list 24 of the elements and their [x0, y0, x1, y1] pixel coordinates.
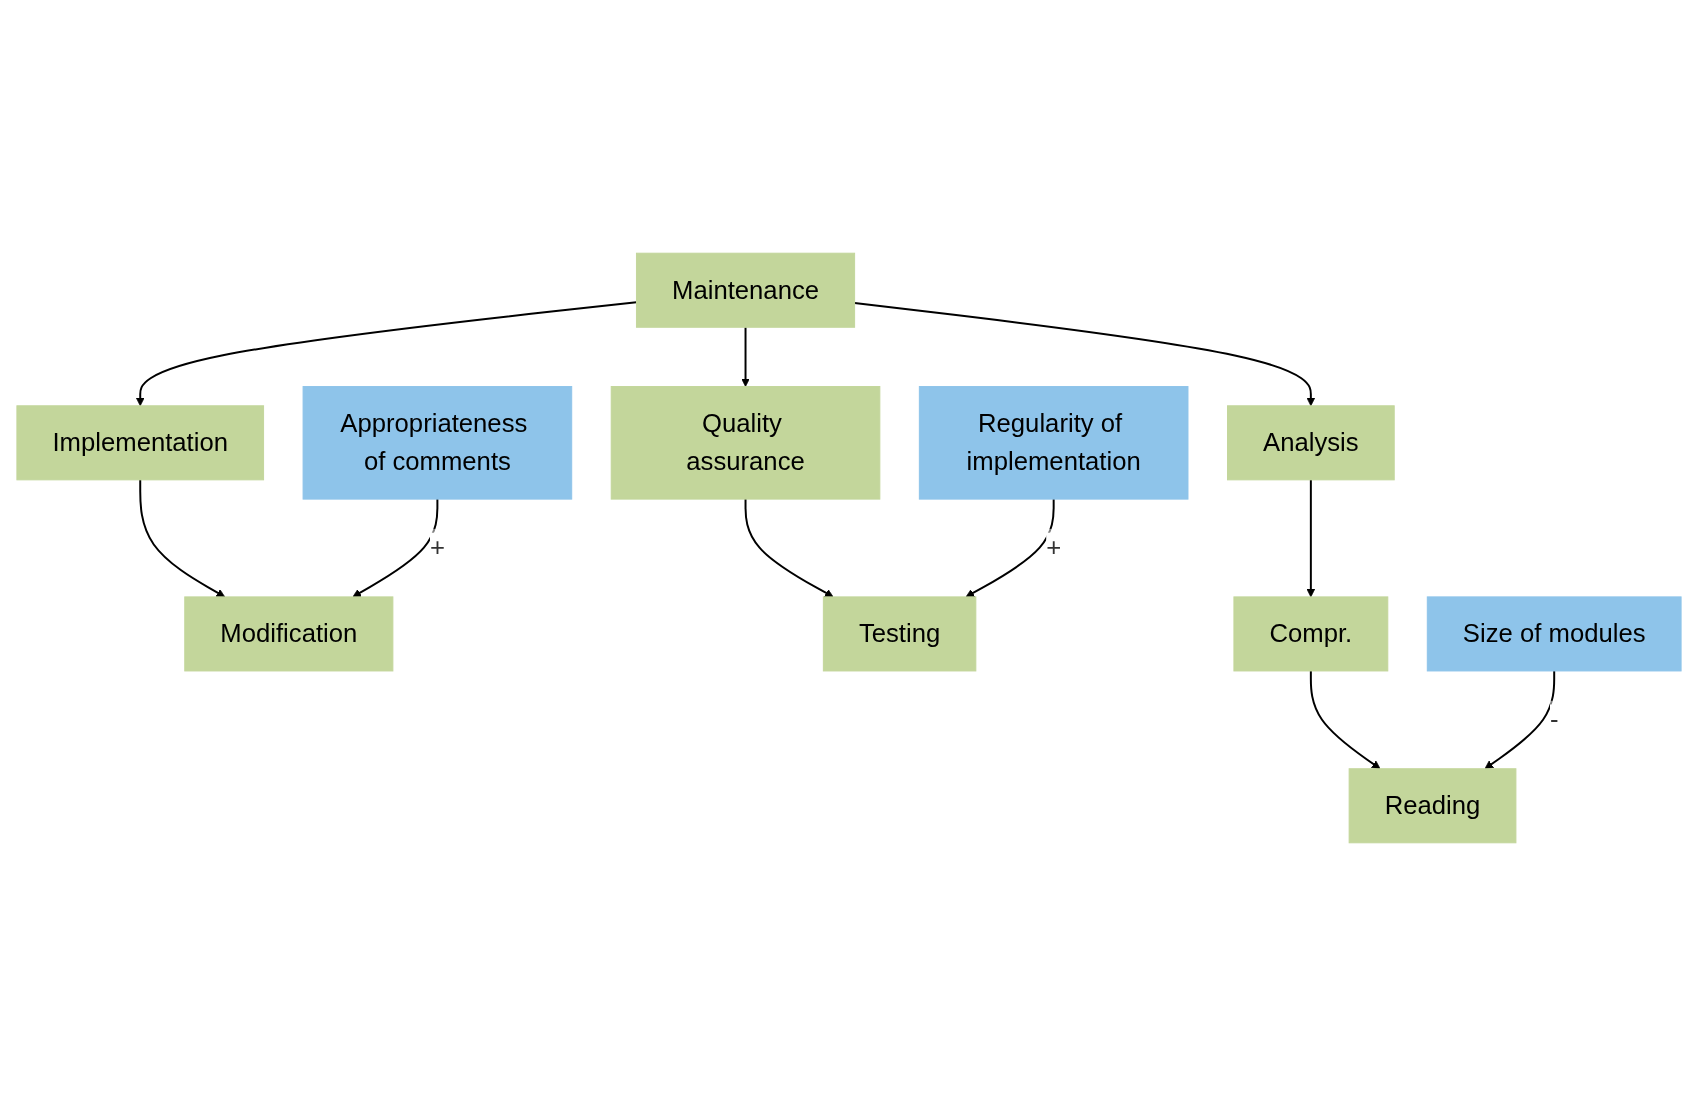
- arrow: [1306, 478, 1316, 598]
- arrow: [853, 302, 1316, 407]
- edge-label: +: [429, 532, 445, 563]
- edge-label: -: [1549, 704, 1559, 735]
- edge-label: +: [1046, 532, 1062, 563]
- arrow: [352, 498, 439, 598]
- arrow: [741, 326, 750, 387]
- node-box: Testing: [822, 596, 977, 672]
- node-box: Reading: [1348, 768, 1517, 844]
- node-box: Size of modules: [1426, 596, 1682, 672]
- node-box: Appropriateness of comments: [302, 386, 573, 500]
- node-box: Quality assurance: [610, 386, 881, 500]
- node-box: Compr.: [1233, 596, 1389, 672]
- arrow: [139, 478, 226, 598]
- node-box: Implementation: [16, 405, 265, 481]
- node-box: Modification: [184, 596, 394, 672]
- arrow: [744, 498, 834, 598]
- arrow: [1484, 669, 1556, 770]
- arrow: [965, 498, 1055, 598]
- node-box: Analysis: [1227, 405, 1395, 481]
- arrow: [135, 301, 638, 407]
- node-box: Regularity of implementation: [918, 386, 1189, 500]
- node-box: Maintenance: [635, 252, 856, 328]
- arrow: [1309, 669, 1381, 770]
